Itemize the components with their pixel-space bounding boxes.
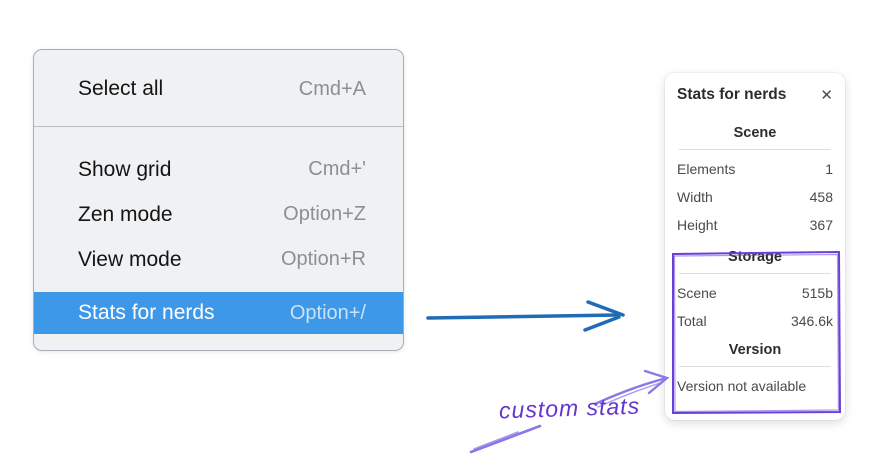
menu-item-select-all[interactable]: Select all Cmd+A: [34, 63, 403, 115]
menu-item-stats-for-nerds[interactable]: Stats for nerds Option+/: [34, 292, 403, 334]
stat-value: 346.6k: [790, 313, 833, 329]
close-icon[interactable]: ✕: [820, 86, 833, 104]
section-header-version: Version: [728, 342, 782, 358]
menu-item-show-grid[interactable]: Show grid Cmd+': [34, 147, 403, 192]
menu-item-shortcut: Cmd+': [308, 158, 366, 180]
stats-panel: Stats for nerds ✕ Scene Elements 1 Width…: [665, 73, 845, 420]
menu-to-panel-arrow: [426, 300, 625, 332]
stat-row-height: Height 367: [677, 211, 833, 239]
menu-item-shortcut: Option+R: [280, 248, 366, 270]
stat-label: Scene: [677, 285, 717, 301]
stat-row-scene-storage: Scene 515b: [677, 279, 833, 307]
section-divider: [679, 149, 831, 150]
menu-divider: [34, 126, 403, 127]
menu-item-label: Stats for nerds: [78, 301, 215, 324]
stat-label: Width: [677, 189, 713, 205]
menu-item-label: Show grid: [78, 157, 172, 181]
menu-item-shortcut: Option+Z: [283, 203, 366, 225]
stat-row-total-storage: Total 346.6k: [677, 307, 833, 335]
custom-stats-annotation: custom stats: [498, 392, 641, 424]
stat-label: Total: [677, 313, 707, 329]
menu-item-label: Select all: [78, 77, 164, 100]
stat-value: 367: [809, 217, 833, 233]
menu-item-shortcut: Cmd+A: [298, 77, 366, 100]
stat-value: 458: [809, 189, 833, 205]
menu-item-shortcut: Option+/: [289, 301, 366, 324]
menu-item-label: View mode: [78, 247, 182, 271]
stat-label: Elements: [677, 161, 736, 177]
stat-value: 515b: [801, 285, 833, 301]
stat-label: Height: [677, 217, 718, 233]
section-divider: [679, 273, 831, 274]
context-menu: Select all Cmd+A Show grid Cmd+' Zen mod…: [33, 49, 404, 351]
menu-item-label: Zen mode: [78, 202, 173, 226]
stats-panel-header: Stats for nerds ✕: [677, 86, 833, 104]
stat-row-elements: Elements 1: [677, 155, 833, 183]
stat-value: 1: [825, 161, 833, 177]
version-note: Version not available: [677, 378, 807, 394]
section-header-scene: Scene: [733, 125, 777, 141]
stats-panel-title: Stats for nerds: [677, 86, 787, 103]
section-divider: [679, 366, 831, 367]
section-header-storage: Storage: [728, 249, 782, 265]
menu-item-view-mode[interactable]: View mode Option+R: [34, 237, 403, 282]
sketch-underline-stroke: [469, 424, 542, 454]
menu-item-zen-mode[interactable]: Zen mode Option+Z: [34, 192, 403, 237]
stat-row-width: Width 458: [677, 183, 833, 211]
